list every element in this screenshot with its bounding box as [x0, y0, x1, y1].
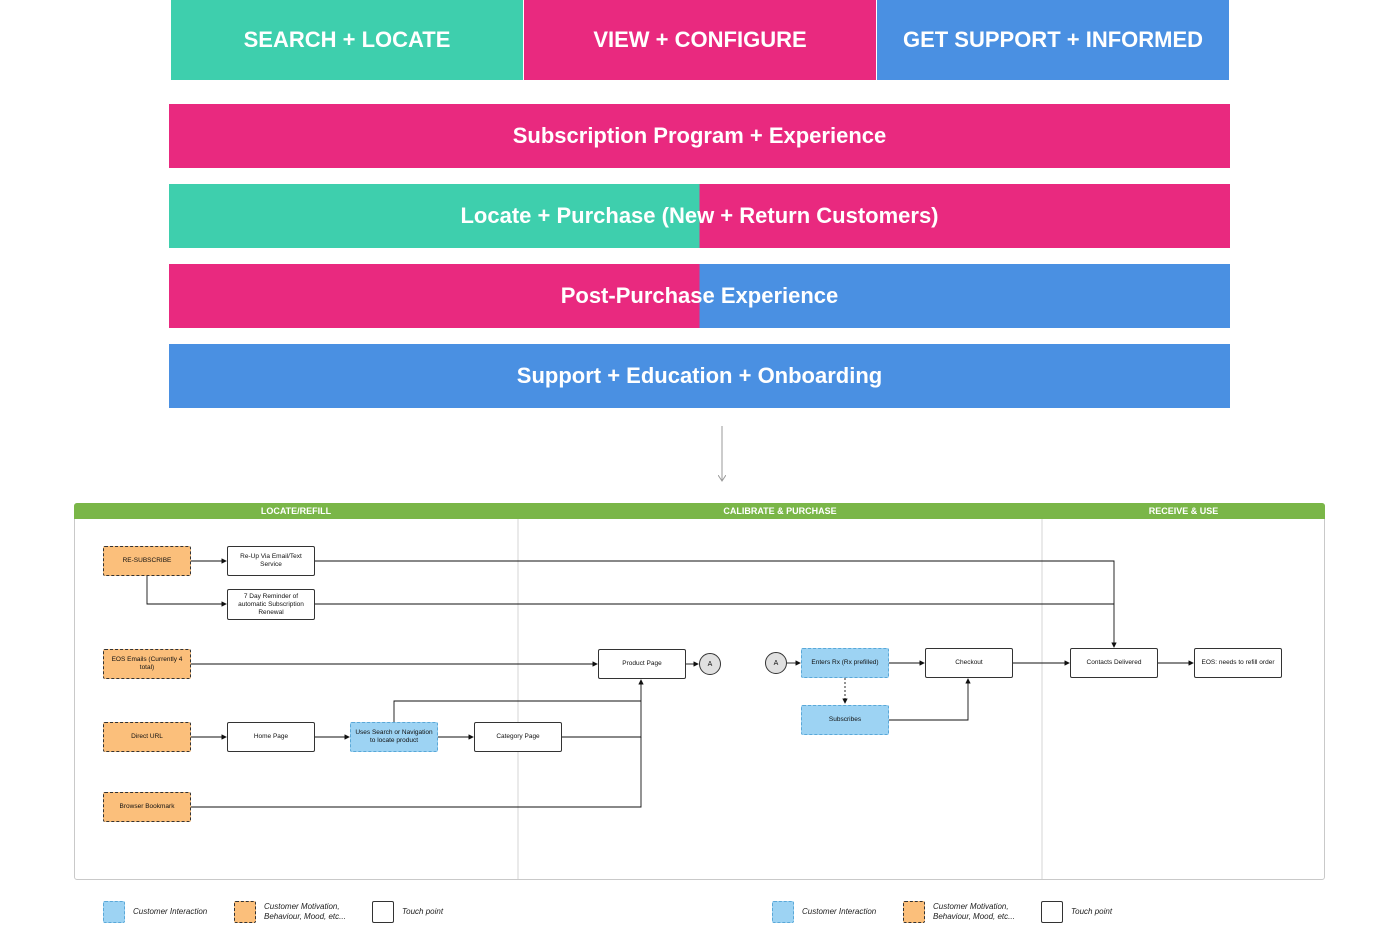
node-label: Enters Rx (Rx prefilled): [811, 659, 879, 666]
legend-text: Customer Motivation, Behaviour, Mood, et…: [264, 902, 346, 921]
node-label: Product Page: [622, 660, 662, 667]
legend-customer-interaction: Customer Interaction: [103, 901, 207, 923]
node-label: EOS Emails (Currently 4 total): [111, 656, 183, 671]
edge: [314, 560, 1117, 648]
legend-text: Customer Interaction: [802, 907, 877, 916]
legend-motivation-swatch: [234, 901, 256, 923]
legend-touchpoint-swatch: [1041, 901, 1063, 923]
node-label: Contacts Delivered: [1086, 659, 1142, 666]
node-label: Uses Search or Navigation to locate prod…: [355, 729, 433, 744]
band-subscription: Subscription Program + Experience: [169, 104, 1230, 168]
connector-label: A: [707, 660, 713, 668]
legend-customer-interaction: Customer Interaction: [772, 901, 876, 923]
node-eos-emails[interactable]: EOS Emails (Currently 4 total): [103, 649, 191, 679]
header-label: GET SUPPORT + INFORMED: [902, 27, 1204, 52]
node-uses-search[interactable]: Uses Search or Navigation to locate prod…: [350, 722, 438, 752]
legend-touch-point: Touch point: [1041, 901, 1112, 923]
lane-title-receive-use: RECEIVE & USE: [1148, 506, 1219, 516]
header-label: VIEW + CONFIGURE: [593, 27, 807, 52]
edge: [191, 737, 642, 808]
header-view-configure: VIEW + CONFIGURE: [524, 0, 876, 80]
node-checkout[interactable]: Checkout: [925, 648, 1013, 678]
band-support-education: Support + Education + Onboarding: [169, 344, 1230, 408]
node-label: RE-SUBSCRIBE: [122, 557, 172, 564]
legend-touch-point: Touch point: [372, 901, 443, 923]
edge: [393, 700, 641, 722]
node-eos-refill[interactable]: EOS: needs to refill order: [1194, 648, 1282, 678]
legend-interaction-swatch: [772, 901, 794, 923]
band-label: Subscription Program + Experience: [512, 123, 887, 148]
node-7-day-reminder[interactable]: 7 Day Reminder of automatic Subscription…: [227, 589, 315, 620]
swimlane-header-bar: LOCATE/REFILL CALIBRATE & PURCHASE RECEI…: [74, 503, 1325, 519]
node-label: EOS: needs to refill order: [1201, 659, 1275, 666]
band-label: Post-Purchase Experience: [560, 283, 839, 308]
edge: [562, 679, 644, 738]
legend-text: Touch point: [1071, 907, 1113, 916]
lane-title-calibrate-purchase: CALIBRATE & PURCHASE: [723, 506, 837, 516]
node-reup-email-text[interactable]: Re-Up Via Email/Text Service: [227, 546, 315, 576]
node-label: Re-Up Via Email/Text Service: [240, 553, 302, 568]
node-product-page[interactable]: Product Page: [598, 649, 686, 679]
node-label: Browser Bookmark: [119, 803, 175, 810]
node-label: Subscribes: [828, 716, 862, 723]
node-contacts-delivered[interactable]: Contacts Delivered: [1070, 648, 1158, 678]
legend-customer-motivation: Customer Motivation, Behaviour, Mood, et…: [234, 901, 354, 923]
edge: [146, 576, 227, 607]
node-direct-url[interactable]: Direct URL: [103, 722, 191, 752]
header-label: SEARCH + LOCATE: [243, 27, 451, 52]
edge: [889, 678, 971, 721]
band-label: Locate + Purchase (New + Return Customer…: [460, 203, 939, 228]
node-browser-bookmark[interactable]: Browser Bookmark: [103, 792, 191, 822]
band-label: Support + Education + Onboarding: [516, 363, 883, 388]
legend-text: Touch point: [402, 907, 444, 916]
header-search-locate: SEARCH + LOCATE: [171, 0, 523, 80]
node-enters-rx[interactable]: Enters Rx (Rx prefilled): [801, 648, 889, 678]
band-post-purchase: Post-Purchase Experience: [169, 264, 1230, 328]
node-label: 7 Day Reminder of automatic Subscription…: [238, 592, 304, 616]
node-home-page[interactable]: Home Page: [227, 722, 315, 752]
lane-title-locate-refill: LOCATE/REFILL: [260, 506, 332, 516]
node-category-page[interactable]: Category Page: [474, 722, 562, 752]
legend-motivation-swatch: [903, 901, 925, 923]
legend-text: Customer Motivation, Behaviour, Mood, et…: [933, 902, 1015, 921]
node-label: Checkout: [955, 659, 983, 666]
connector-a-in[interactable]: A: [765, 652, 787, 674]
band-locate-purchase: Locate + Purchase (New + Return Customer…: [169, 184, 1230, 248]
node-resubscribe[interactable]: RE-SUBSCRIBE: [103, 546, 191, 576]
legend-interaction-swatch: [103, 901, 125, 923]
node-subscribes[interactable]: Subscribes: [801, 705, 889, 735]
legend-text: Customer Interaction: [133, 907, 208, 916]
connector-label: A: [773, 659, 779, 667]
node-label: Category Page: [496, 733, 540, 740]
legend-touchpoint-swatch: [372, 901, 394, 923]
legend-customer-motivation: Customer Motivation, Behaviour, Mood, et…: [903, 901, 1023, 923]
header-get-support: GET SUPPORT + INFORMED: [877, 0, 1229, 80]
node-label: Direct URL: [131, 733, 163, 740]
node-label: Home Page: [253, 733, 289, 740]
connector-a-out[interactable]: A: [699, 653, 721, 675]
